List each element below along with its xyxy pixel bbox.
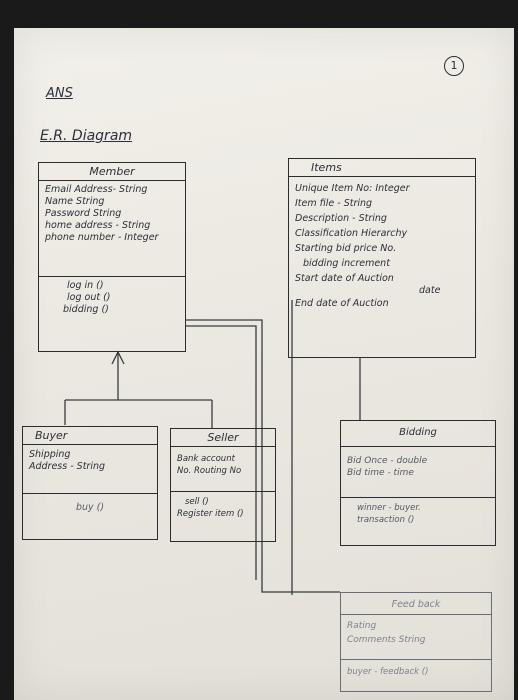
items-attr: Unique Item No: Integer	[295, 183, 410, 194]
member-connector-line	[186, 325, 257, 580]
bidding-attr: Bid Once - double	[347, 456, 428, 466]
feedback-title: Feed back	[391, 599, 441, 610]
seller-attr: No. Routing No	[177, 466, 242, 476]
page-number-circle: 1	[444, 56, 464, 76]
buyer-method: buy ()	[75, 502, 105, 513]
bidding-title: Bidding	[399, 427, 437, 438]
member-attr: Password String	[45, 208, 122, 219]
member-attr: home address - String	[45, 220, 151, 231]
buyer-methods: buy ()	[23, 493, 157, 514]
items-attr: Start date of Auction	[295, 273, 394, 284]
seller-methods: sell () Register item ()	[171, 491, 275, 520]
items-attr: End date of Auction	[295, 298, 389, 309]
buyer-entity: Buyer Shipping Address - String buy ()	[22, 426, 158, 540]
items-attr: bidding increment	[303, 258, 390, 269]
feedback-methods: buyer - feedback ()	[341, 659, 491, 678]
items-attributes: Unique Item No: Integer Item file - Stri…	[289, 176, 475, 311]
member-attr: Email Address- String	[45, 184, 148, 195]
items-attr: Starting bid price No.	[295, 243, 397, 254]
seller-attr: Bank account	[177, 454, 235, 464]
items-attr: Description - String	[295, 213, 387, 224]
member-entity: Member Email Address- String Name String…	[38, 162, 186, 352]
seller-title: Seller	[207, 431, 239, 444]
buyer-attr: Address - String	[29, 461, 106, 472]
diagram-heading: E.R. Diagram	[40, 128, 133, 144]
ans-label: ANS	[46, 86, 73, 101]
items-entity: Items Unique Item No: Integer Item file …	[288, 158, 476, 358]
member-method: log in ()	[67, 280, 104, 291]
member-attributes: Email Address- String Name String Passwo…	[39, 180, 185, 276]
member-attr: Name String	[45, 196, 105, 207]
bidding-method: winner - buyer.	[357, 503, 421, 513]
page-number: 1	[450, 59, 458, 72]
feedback-attr: Comments String	[347, 635, 426, 645]
member-to-feedback-line	[186, 319, 340, 593]
inheritance-arrowhead	[111, 350, 125, 365]
notebook-paper	[14, 28, 514, 700]
bidding-methods: winner - buyer. transaction ()	[341, 497, 495, 526]
buyer-title: Buyer	[35, 429, 68, 442]
items-attr: date	[419, 285, 441, 296]
seller-entity: Seller Bank account No. Routing No sell …	[170, 428, 276, 542]
member-title: Member	[89, 165, 135, 178]
items-title: Items	[311, 161, 342, 174]
items-attr: Classification Hierarchy	[295, 228, 408, 239]
member-methods: log in () log out () bidding ()	[39, 276, 185, 316]
feedback-attributes: Rating Comments String	[341, 614, 491, 659]
feedback-method: buyer - feedback ()	[347, 667, 429, 677]
bidding-attr: Bid time - time	[347, 468, 414, 478]
items-attr: Item file - String	[295, 198, 373, 209]
member-method: log out ()	[67, 292, 111, 303]
member-attr: phone number - Integer	[45, 232, 159, 243]
bidding-method: transaction ()	[357, 515, 415, 525]
bidding-attributes: Bid Once - double Bid time - time	[341, 446, 495, 497]
feedback-attr: Rating	[347, 621, 377, 631]
seller-method: Register item ()	[177, 509, 244, 519]
bidding-entity: Bidding Bid Once - double Bid time - tim…	[340, 420, 496, 546]
seller-attributes: Bank account No. Routing No	[171, 446, 275, 491]
buyer-attr: Shipping	[29, 449, 71, 460]
feedback-entity: Feed back Rating Comments String buyer -…	[340, 592, 492, 692]
seller-method: sell ()	[185, 497, 209, 507]
member-method: bidding ()	[63, 304, 109, 315]
buyer-attributes: Shipping Address - String	[23, 444, 157, 493]
